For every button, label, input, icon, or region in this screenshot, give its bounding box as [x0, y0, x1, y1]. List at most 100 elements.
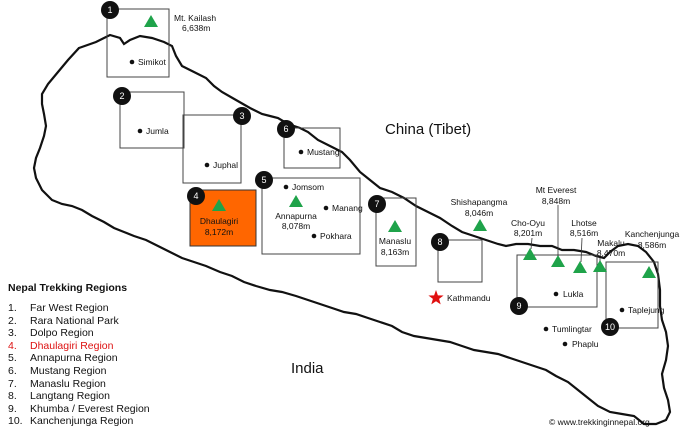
peak-kanchenjunga-marker [642, 266, 656, 278]
legend-item-label: Far West Region [30, 302, 109, 314]
svg-text:Jomsom: Jomsom [292, 182, 324, 192]
peak-everest-marker [551, 255, 565, 267]
legend-item-label: Kanchenjunga Region [30, 415, 134, 428]
town-phaplu: Phaplu [562, 339, 599, 349]
svg-text:Mustang: Mustang [307, 147, 340, 157]
capital-star-icon [428, 290, 444, 305]
region-box-7 [375, 197, 417, 267]
town-jumla: Jumla [137, 126, 169, 136]
legend-item-number: 6. [8, 364, 17, 377]
town-juphal: Juphal [204, 160, 238, 170]
town-tumlingtar: Tumlingtar [543, 324, 592, 334]
svg-text:Jumla: Jumla [146, 126, 169, 136]
region-badge-7: 7 [368, 195, 386, 213]
peak-annapurna-name: Annapurna [275, 211, 317, 221]
svg-text:10: 10 [605, 322, 615, 332]
town-lukla: Lukla [553, 289, 584, 299]
peak-makalu-marker [593, 260, 607, 272]
legend-item-label: Dolpo Region [30, 327, 94, 340]
leader-line [530, 237, 533, 250]
svg-text:2: 2 [119, 91, 124, 101]
region-badge-2: 2 [113, 87, 131, 105]
legend-item-number: 9. [8, 402, 17, 415]
svg-text:Kathmandu: Kathmandu [447, 293, 491, 303]
peak-everest-name: Mt Everest [536, 185, 577, 195]
legend-item-label: Manaslu Region [30, 377, 106, 390]
town-jomsom: Jomsom [283, 182, 324, 192]
region-box-5 [261, 177, 361, 255]
legend-item-number: 3. [8, 327, 17, 340]
svg-text:Pokhara: Pokhara [320, 231, 352, 241]
legend-item: 5. Annapurna Region [8, 352, 208, 365]
peak-kailash-marker [144, 15, 158, 27]
region-badge-8: 8 [431, 233, 449, 251]
region-box-3 [182, 114, 242, 184]
country-label-india: India [291, 360, 324, 377]
peak-kailash-name: Mt. Kailash [174, 13, 216, 23]
region-badge-9: 9 [510, 297, 528, 315]
svg-text:5: 5 [261, 175, 266, 185]
region-badge-4: 4 [187, 187, 205, 205]
legend-item: 2. Rara National Park [8, 315, 208, 328]
peak-dhaulagiri-height: 8,172m [205, 227, 233, 237]
peak-manaslu-height: 8,163m [381, 247, 409, 257]
svg-text:Manang: Manang [332, 203, 363, 213]
peak-choOyu-height: 8,201m [514, 228, 542, 238]
town-taplejung: Taplejung [619, 305, 665, 315]
legend-item: 8. Langtang Region [8, 390, 208, 403]
svg-text:7: 7 [374, 199, 379, 209]
svg-text:Phaplu: Phaplu [572, 339, 599, 349]
svg-text:6: 6 [283, 124, 288, 134]
legend-item-number: 5. [8, 352, 17, 365]
region-box-6 [283, 127, 341, 169]
legend-item-label: Annapurna Region [30, 352, 118, 365]
legend-item-number: 7. [8, 377, 17, 390]
leader-line [580, 237, 583, 263]
peak-annapurna-height: 8,078m [282, 221, 310, 231]
peak-dhaulagiri-marker [212, 199, 226, 211]
legend-list: 1. Far West Region 2. Rara National Park 3. D… [8, 302, 208, 428]
peak-dhaulagiri-name: Dhaulagiri [200, 216, 238, 226]
svg-text:Lukla: Lukla [563, 289, 584, 299]
capital-kathmandu: Kathmandu [428, 290, 491, 305]
region-box-8 [437, 239, 483, 283]
legend-item-label: Khumba / Everest Region [30, 402, 150, 415]
legend-item-number: 2. [8, 314, 17, 327]
nepal-border [32, 33, 672, 426]
legend-item-number: 8. [8, 390, 17, 403]
region-box-2 [119, 91, 185, 149]
peak-manaslu-marker [388, 220, 402, 232]
legend-item-number: 1. [8, 302, 17, 314]
legend-item-label: Dhaulagiri Region [30, 339, 114, 352]
legend-item: 4. Dhaulagiri Region [8, 340, 208, 353]
legend-item-label: Langtang Region [30, 390, 110, 403]
country-label-china: China (Tibet) [385, 121, 471, 138]
svg-text:4: 4 [193, 191, 198, 201]
peak-kailash-height: 6,638m [182, 23, 210, 33]
legend-item: 10. Kanchenjunga Region [8, 415, 208, 428]
region-badge-3: 3 [233, 107, 251, 125]
peak-everest-height: 8,848m [542, 196, 570, 206]
peak-makalu-name: Makalu [597, 238, 625, 248]
legend-item: 7. Manaslu Region [8, 378, 208, 391]
peak-shishapangma-name: Shishapangma [451, 197, 508, 207]
svg-text:Taplejung: Taplejung [628, 305, 665, 315]
legend-item: 9. Khumba / Everest Region [8, 403, 208, 416]
svg-text:Juphal: Juphal [213, 160, 238, 170]
region-box-1 [106, 8, 170, 78]
svg-text:Simikot: Simikot [138, 57, 167, 67]
peak-lhotse-name: Lhotse [571, 218, 597, 228]
legend-item-number: 10. [8, 415, 23, 428]
region-box-10 [605, 261, 659, 329]
svg-text:9: 9 [516, 301, 521, 311]
peak-choOyu-marker [523, 248, 537, 260]
legend-item-number: 4. [8, 339, 17, 352]
legend-item-label: Rara National Park [30, 314, 119, 327]
peak-shishapangma-marker [473, 219, 487, 231]
town-pokhara: Pokhara [311, 231, 352, 241]
region-badge-5: 5 [255, 171, 273, 189]
town-manang: Manang [323, 203, 363, 213]
peak-lhotse-marker [573, 261, 587, 273]
region-badge-1: 1 [101, 1, 119, 19]
